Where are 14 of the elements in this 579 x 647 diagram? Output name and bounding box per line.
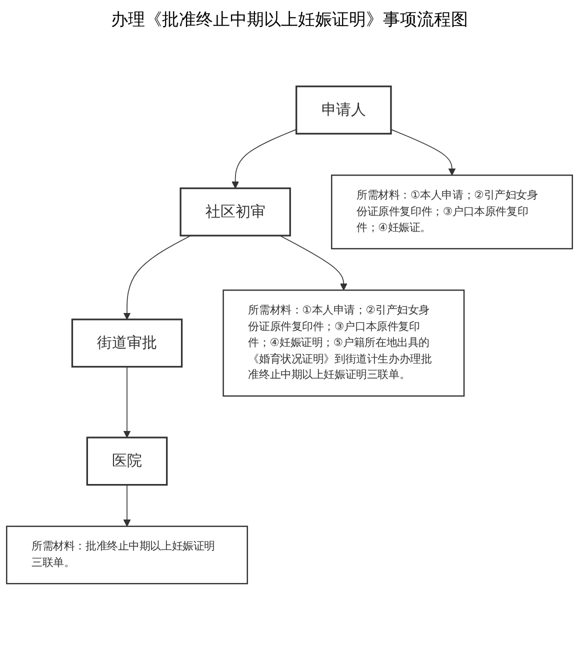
node-box: 所需材料：①本人申请；②引产妇女身份证原件复印件；③户口本原件复印件；④妊娠证。 — [331, 174, 573, 250]
arrow — [280, 235, 348, 290]
arrow — [123, 484, 131, 527]
node-box: 医院 — [86, 436, 168, 486]
node-box: 所需材料：批准终止中期以上妊娠证明三联单。 — [6, 526, 248, 584]
arrow — [232, 129, 297, 189]
node-box: 所需材料：①本人申请；②引产妇女身份证原件复印件；③户口本原件复印件；④妊娠证明；⑤户籍所在地出具的《婚育状况证明》到街道计生办办理批准终止中期以上妊娠证明三联单。 — [222, 290, 465, 397]
diagram-title: 办理《批准终止中期以上妊娠证明》事项流程图 — [110, 9, 469, 31]
arrow — [390, 129, 456, 176]
node-box: 社区初审 — [180, 187, 291, 236]
node-box: 申请人 — [296, 86, 392, 135]
arrow — [123, 235, 192, 320]
arrow — [123, 366, 131, 438]
node-box: 街道审批 — [71, 318, 183, 368]
